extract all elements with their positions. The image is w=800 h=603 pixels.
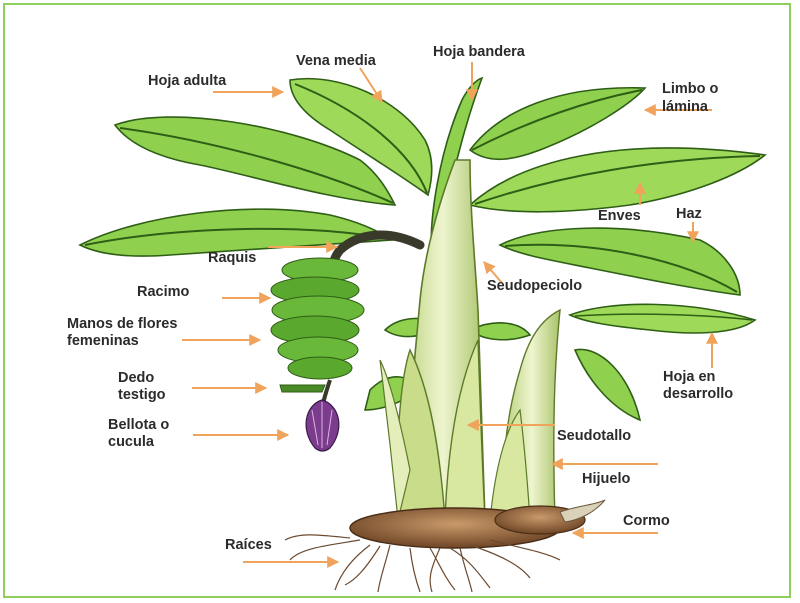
label-limbo-line1: Limbo o [662,81,719,97]
label-vena-media: Vena media [296,53,377,69]
label-dedo-line2: testigo [118,387,166,403]
label-hoja-adulta: Hoja adulta [148,73,227,89]
label-hijuelo: Hijuelo [582,471,630,487]
leaf-right-upper [470,88,645,160]
leaf-developing [570,304,755,333]
label-dedo-line1: Dedo [118,370,154,386]
label-hoja-desarrollo-line1: Hoja en [663,369,715,385]
label-hoja-bandera: Hoja bandera [433,44,526,60]
label-racimo: Racimo [137,284,190,300]
label-hoja-desarrollo-line2: desarrollo [663,386,733,402]
label-manos-line1: Manos de flores [67,316,177,332]
label-haz: Haz [676,206,702,222]
sucker-stem [490,310,560,520]
label-cormo: Cormo [623,513,670,529]
label-bellota-line2: cucula [108,434,155,450]
label-limbo-line2: lámina [662,99,709,115]
male-bud [306,400,339,451]
label-seudotallo: Seudotallo [557,428,631,444]
label-raquis: Raquis [208,250,256,266]
leaf-sucker [575,349,640,420]
label-seudopeciolo: Seudopeciolo [487,278,582,294]
label-raices: Raíces [225,537,272,553]
label-enves: Enves [598,208,641,224]
banana-bunch [271,258,364,392]
label-manos-line2: femeninas [67,333,139,349]
label-bellota-line1: Bellota o [108,417,169,433]
